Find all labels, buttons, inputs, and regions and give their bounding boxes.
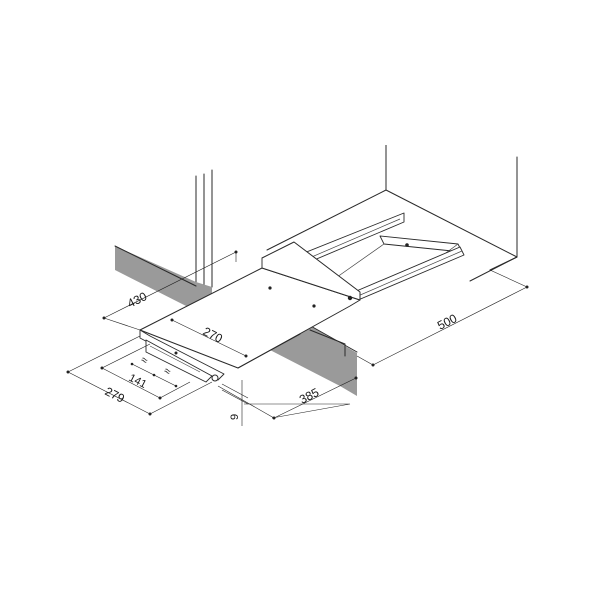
dim-ext-9b bbox=[221, 389, 249, 405]
dim-ext-500a bbox=[356, 355, 374, 366]
dim-ext-141b bbox=[159, 381, 191, 399]
support-crossbar bbox=[379, 235, 463, 253]
dim-ext-279a bbox=[67, 335, 141, 373]
dim-ext-9a bbox=[221, 383, 249, 399]
dim-label-385: 385 bbox=[297, 385, 321, 407]
dim-tick bbox=[354, 376, 358, 380]
dim-label-9: 9 bbox=[229, 414, 241, 420]
dim-line-141 bbox=[101, 367, 161, 399]
dim-approx-right: ≈ bbox=[162, 365, 173, 378]
dim-line-279 bbox=[67, 371, 151, 415]
plate-hole-2 bbox=[312, 304, 316, 308]
dim-tick bbox=[158, 396, 162, 400]
bracket-inner-edge bbox=[149, 345, 201, 373]
dim-label-500: 500 bbox=[435, 311, 459, 333]
dim-tick bbox=[234, 250, 238, 254]
dim-line-430 bbox=[103, 251, 237, 319]
left-floor-top-edge bbox=[114, 245, 197, 287]
dim-tick bbox=[100, 366, 104, 370]
rear-rail-inner bbox=[299, 218, 401, 263]
dim-line-500 bbox=[372, 286, 528, 366]
dim-tick bbox=[130, 362, 134, 366]
dim-tick bbox=[244, 354, 248, 358]
dim-line-385-main bbox=[273, 377, 357, 419]
front-bracket bbox=[139, 329, 225, 381]
bracket-knob bbox=[211, 374, 219, 382]
left-floor-section bbox=[115, 246, 212, 311]
dim-line-270 bbox=[171, 319, 247, 357]
plate-under-edge bbox=[237, 333, 301, 369]
plate-hole-3 bbox=[347, 295, 353, 301]
dim-tick bbox=[102, 316, 106, 320]
dim-tick bbox=[174, 384, 178, 388]
dim-tick bbox=[525, 285, 529, 289]
cabinet-floor-right bbox=[469, 256, 518, 282]
dim-tick bbox=[66, 370, 70, 374]
pullout-top-plate bbox=[139, 267, 361, 369]
cabinet-floor-back bbox=[266, 189, 387, 251]
dim-line-385 bbox=[244, 403, 351, 419]
dim-approx-left: ≈ bbox=[139, 354, 150, 367]
dim-label-430: 430 bbox=[125, 289, 149, 311]
dim-ext-385a bbox=[217, 385, 275, 419]
dim-tick bbox=[170, 318, 174, 322]
dim-ext-430a bbox=[103, 317, 141, 331]
dim-ext-279b bbox=[149, 381, 213, 415]
dim-tick bbox=[152, 373, 156, 377]
dim-ext-500b bbox=[489, 269, 528, 288]
frame-hole bbox=[405, 243, 409, 247]
dim-ext-141a bbox=[101, 343, 151, 369]
front-rail-inner bbox=[343, 250, 463, 303]
dim-label-279: 279 bbox=[103, 384, 127, 406]
bracket-hole bbox=[174, 351, 178, 355]
dim-label-141: 141 bbox=[127, 372, 149, 391]
plate-hole-1 bbox=[268, 286, 272, 290]
plate-right-support bbox=[309, 329, 346, 357]
dim-tick bbox=[148, 412, 152, 416]
dim-tick bbox=[371, 363, 375, 367]
